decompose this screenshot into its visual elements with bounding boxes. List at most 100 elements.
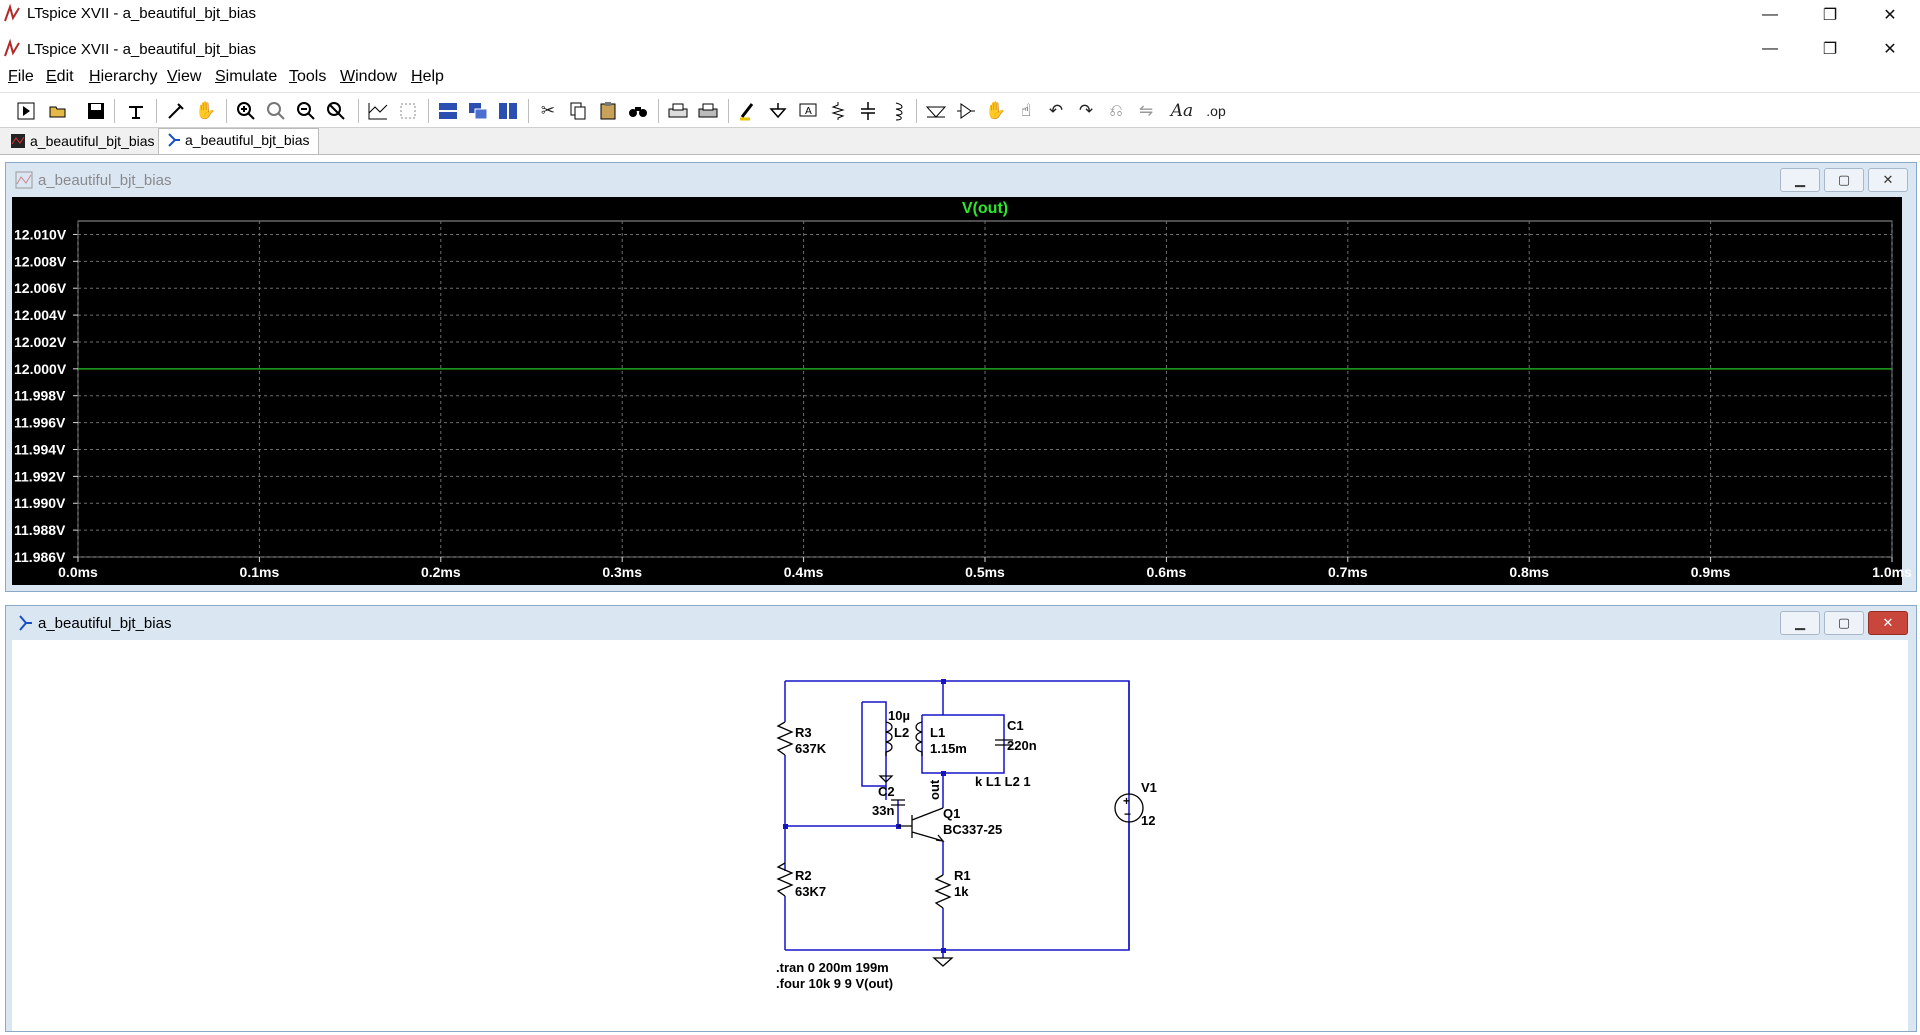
capacitor-icon[interactable] <box>856 99 880 123</box>
net-label-out[interactable]: out <box>927 779 942 800</box>
y-tick-label: 11.990V <box>14 495 66 511</box>
print-icon[interactable] <box>666 99 690 123</box>
y-tick-label: 11.988V <box>14 522 66 538</box>
autorange-icon[interactable] <box>366 99 390 123</box>
cut-icon[interactable]: ✂ <box>540 101 556 120</box>
menu-file[interactable]: File <box>8 68 34 85</box>
wire-icon[interactable] <box>736 99 760 123</box>
component-icon[interactable] <box>954 99 978 123</box>
inner-title-bar[interactable]: LTspice XVII - a_beautiful_bjt_bias — ❐ … <box>0 34 1920 64</box>
menu-simulate[interactable]: Simulate <box>215 68 278 85</box>
spice-directive-icon[interactable]: .op <box>1206 103 1226 119</box>
inner-minimize-button[interactable]: — <box>1740 34 1800 64</box>
x-tick-label: 0.6ms <box>1147 564 1187 580</box>
zoom-fit-icon[interactable] <box>324 99 348 123</box>
cascade-icon[interactable] <box>466 99 490 123</box>
tab-schematic[interactable]: a_beautiful_bjt_bias <box>158 128 319 154</box>
inner-close-button[interactable]: ✕ <box>1860 34 1920 64</box>
svg-text:A: A <box>805 106 812 117</box>
print-setup-icon[interactable] <box>696 99 720 123</box>
wire-l2 <box>861 701 887 787</box>
tran-directive[interactable]: .tran 0 200m 199m <box>776 960 889 975</box>
y-tick-label: 11.994V <box>14 441 66 457</box>
y-tick-label: 12.000V <box>14 361 67 377</box>
x-tick-label: 0.2ms <box>421 564 461 580</box>
r3-name: R3 <box>795 725 812 740</box>
inductor-icon[interactable] <box>886 99 910 123</box>
redo-icon[interactable]: ↷ <box>1078 101 1094 120</box>
move-icon[interactable]: ✋ <box>985 101 1007 120</box>
copy-icon[interactable] <box>566 99 590 123</box>
drag-icon[interactable]: ☝ <box>1020 101 1032 120</box>
menu-edit[interactable]: Edit <box>46 68 74 85</box>
r3-resistor-icon <box>776 721 794 756</box>
waveform-minimize-button[interactable]: ▁ <box>1780 168 1820 192</box>
four-directive[interactable]: .four 10k 9 9 V(out) <box>776 976 893 991</box>
schematic-minimize-button[interactable]: ▁ <box>1780 611 1820 635</box>
paste-icon[interactable] <box>596 99 620 123</box>
v1-minus-sign: − <box>1124 807 1131 821</box>
zoom-in-icon[interactable] <box>234 99 258 123</box>
v1-plus-sign: + <box>1123 794 1130 808</box>
probe-icon[interactable] <box>164 99 188 123</box>
rotate-icon[interactable]: ⎌ <box>1109 101 1123 120</box>
r1-value: 1k <box>954 884 969 899</box>
x-tick-label: 0.3ms <box>602 564 642 580</box>
ltspice-logo-icon <box>4 3 20 22</box>
inner-restore-button[interactable]: ❐ <box>1800 34 1860 64</box>
waveform-maximize-button[interactable]: ▢ <box>1824 168 1864 192</box>
menu-tools[interactable]: Tools <box>289 68 327 85</box>
schematic-icon <box>19 615 32 631</box>
schematic-canvas[interactable]: + − R3 637K R2 63K7 R1 1k 10µ L2 L1 1.15… <box>12 640 1908 1031</box>
waveform-close-button[interactable]: ✕ <box>1868 168 1908 192</box>
menu-help[interactable]: Help <box>411 68 444 85</box>
zoom-box-icon[interactable] <box>264 99 288 123</box>
menu-bar: File Edit Hierarchy View Simulate Tools … <box>0 64 1920 88</box>
schematic-maximize-button[interactable]: ▢ <box>1824 611 1864 635</box>
menu-hierarchy[interactable]: Hierarchy <box>89 68 158 85</box>
schematic-icon <box>168 133 180 147</box>
outer-restore-button[interactable]: ❐ <box>1800 0 1860 30</box>
control-panel-icon[interactable] <box>124 99 148 123</box>
schematic-window-title: a_beautiful_bjt_bias <box>38 615 172 632</box>
coupling-directive[interactable]: k L1 L2 1 <box>975 774 1031 789</box>
minimize-icon: ▁ <box>1795 172 1805 187</box>
x-tick-label: 0.4ms <box>784 564 824 580</box>
undo-icon[interactable]: ↶ <box>1048 101 1064 120</box>
y-tick-label: 12.008V <box>14 253 67 269</box>
text-icon[interactable]: Aa <box>1170 101 1194 121</box>
c1-capacitor-icon <box>995 739 1013 746</box>
save-icon[interactable] <box>84 99 108 123</box>
mirror-icon[interactable]: ⇋ <box>1138 101 1154 120</box>
zoom-out-icon[interactable] <box>294 99 318 123</box>
c2-capacitor-icon <box>891 799 905 806</box>
maximize-icon: ▢ <box>1837 615 1851 630</box>
menu-view[interactable]: View <box>167 68 202 85</box>
l2-inductor-icon <box>885 721 893 756</box>
label-net-icon[interactable]: A <box>796 99 820 123</box>
zoom-extents-icon[interactable] <box>396 99 420 123</box>
outer-title-bar[interactable]: LTspice XVII - a_beautiful_bjt_bias — ❐ … <box>0 0 1920 30</box>
open-icon[interactable] <box>46 99 70 123</box>
outer-close-button[interactable]: ✕ <box>1860 0 1920 30</box>
tile-vertical-icon[interactable] <box>496 99 520 123</box>
ground-icon[interactable] <box>766 99 790 123</box>
tab-waveform[interactable]: a_beautiful_bjt_bias <box>4 130 163 152</box>
diode-icon[interactable] <box>924 99 948 123</box>
menu-window[interactable]: Window <box>340 68 397 85</box>
resistor-icon[interactable] <box>826 99 850 123</box>
toolbar: ✋ ✂ A ✋ ☝ ↶ ↷ ⎌ ⇋ Aa .op <box>0 92 1920 128</box>
maximize-icon: ▢ <box>1837 172 1851 187</box>
outer-minimize-button[interactable]: — <box>1740 0 1800 30</box>
run-icon[interactable] <box>14 99 38 123</box>
tile-horizontal-icon[interactable] <box>436 99 460 123</box>
tab-label: a_beautiful_bjt_bias <box>185 132 310 148</box>
pan-hand-icon[interactable]: ✋ <box>195 101 217 120</box>
waveform-window-caption[interactable]: a_beautiful_bjt_bias ▁ ▢ ✕ <box>6 163 1916 197</box>
find-icon[interactable] <box>626 99 650 123</box>
schematic-window-caption[interactable]: a_beautiful_bjt_bias ▁ ▢ ✕ <box>6 606 1916 640</box>
schematic-close-button[interactable]: ✕ <box>1868 611 1908 635</box>
r2-resistor-icon <box>776 862 794 897</box>
waveform-icon <box>11 134 25 148</box>
